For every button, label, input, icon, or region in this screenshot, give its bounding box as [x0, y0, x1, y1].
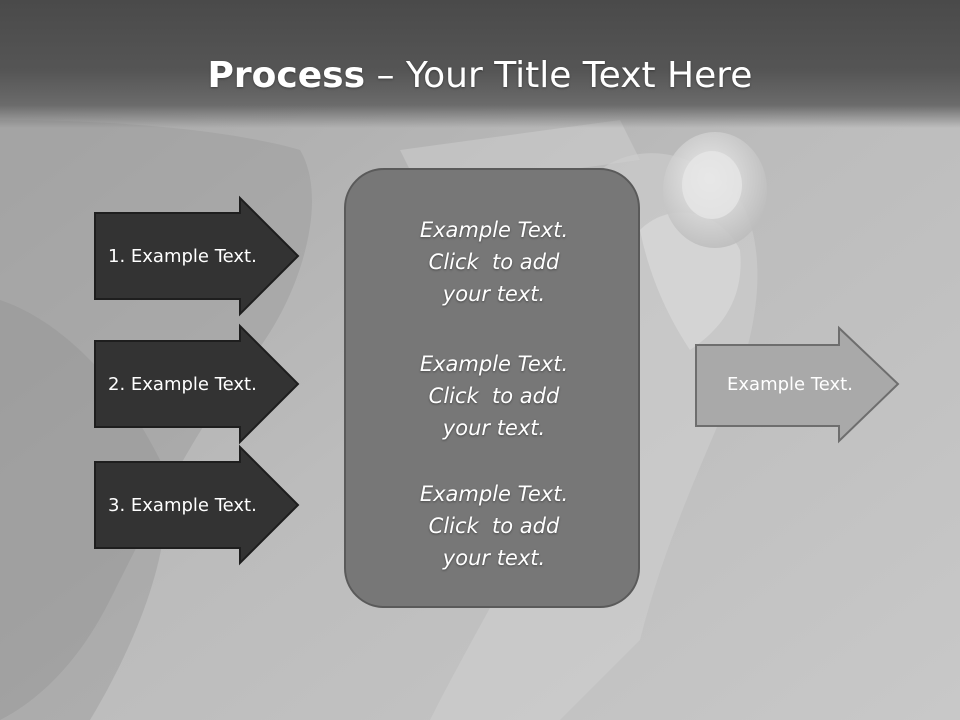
center-text-block-3: Example Text. Click to add your text. — [346, 478, 642, 574]
center-text-block-1: Example Text. Click to add your text. — [346, 214, 642, 310]
center-text-line: your text. — [442, 416, 546, 440]
center-text-line: your text. — [442, 546, 546, 570]
arrow-shape — [94, 444, 300, 566]
center-text-block-2: Example Text. Click to add your text. — [346, 348, 642, 444]
arrow-shape — [94, 323, 300, 445]
center-text-line: Example Text. — [419, 352, 569, 376]
input-arrow-2-label: 2. Example Text. — [108, 373, 257, 395]
center-text-line: Example Text. — [419, 218, 569, 242]
center-text-line: Click to add — [428, 250, 560, 274]
center-text-line: Click to add — [428, 514, 560, 538]
output-arrow-label: Example Text. — [727, 373, 853, 395]
center-process-box[interactable]: Example Text. Click to add your text. Ex… — [344, 168, 640, 608]
input-arrow-3[interactable]: 3. Example Text. — [94, 444, 300, 566]
title-bar — [0, 0, 960, 128]
input-arrow-1[interactable]: 1. Example Text. — [94, 195, 300, 317]
center-text-line: Click to add — [428, 384, 560, 408]
output-arrow[interactable]: Example Text. — [695, 325, 900, 445]
input-arrow-3-label: 3. Example Text. — [108, 494, 257, 516]
input-arrow-2[interactable]: 2. Example Text. — [94, 323, 300, 445]
center-text-line: Example Text. — [419, 482, 569, 506]
center-text-line: your text. — [442, 282, 546, 306]
input-arrow-1-label: 1. Example Text. — [108, 245, 257, 267]
arrow-shape — [695, 325, 900, 444]
arrow-shape — [94, 195, 300, 317]
slide-title[interactable]: Process – Your Title Text Here — [0, 54, 960, 98]
title-rest: – Your Title Text Here — [365, 55, 753, 96]
title-bold: Process — [207, 55, 366, 96]
